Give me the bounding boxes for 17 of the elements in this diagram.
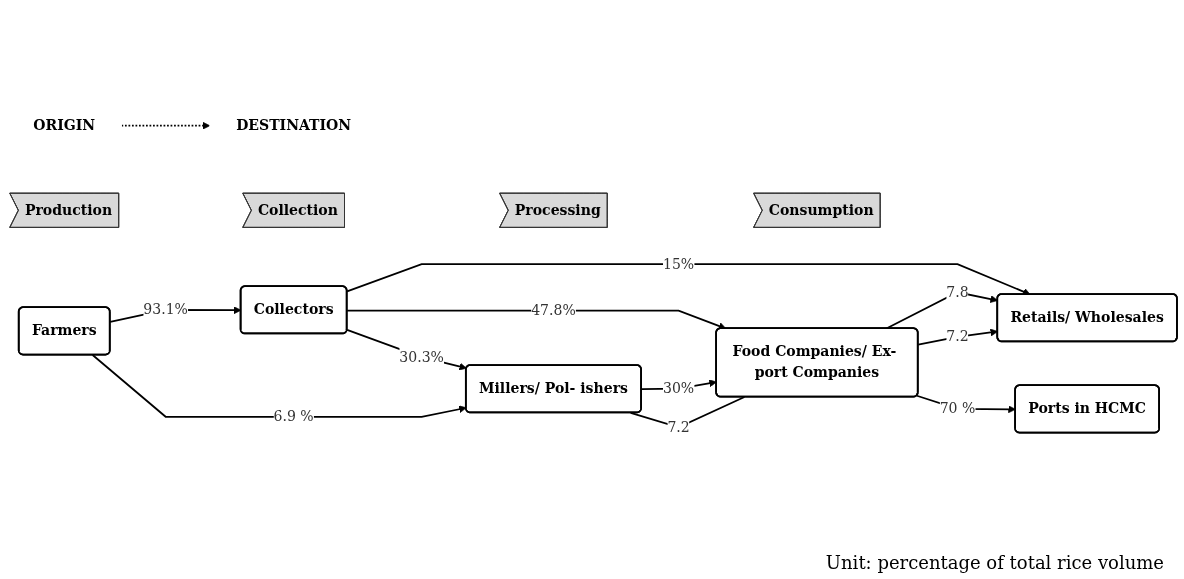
edge-label: 70 %	[939, 400, 976, 417]
edge-label: 93.1%	[143, 301, 188, 318]
edge-label: 30%	[663, 380, 695, 397]
node-text: DESTINATION	[236, 117, 352, 134]
arrow	[346, 329, 467, 371]
arrow	[91, 354, 467, 418]
edge-label: 15%	[663, 255, 695, 273]
edge-label: 30.3%	[399, 348, 444, 366]
arrow	[120, 121, 211, 130]
unit-note: Unit: percentage of total rice volume	[825, 552, 1164, 573]
edge-label: 7.2	[946, 328, 969, 345]
node-text: ORIGIN	[33, 117, 96, 134]
arrow	[346, 263, 1031, 296]
edge-label: 7.8	[946, 283, 969, 301]
edge-label: 6.9 %	[273, 408, 314, 425]
edge-label: 47.8%	[531, 301, 576, 319]
edge-label: 7.2	[667, 418, 690, 436]
